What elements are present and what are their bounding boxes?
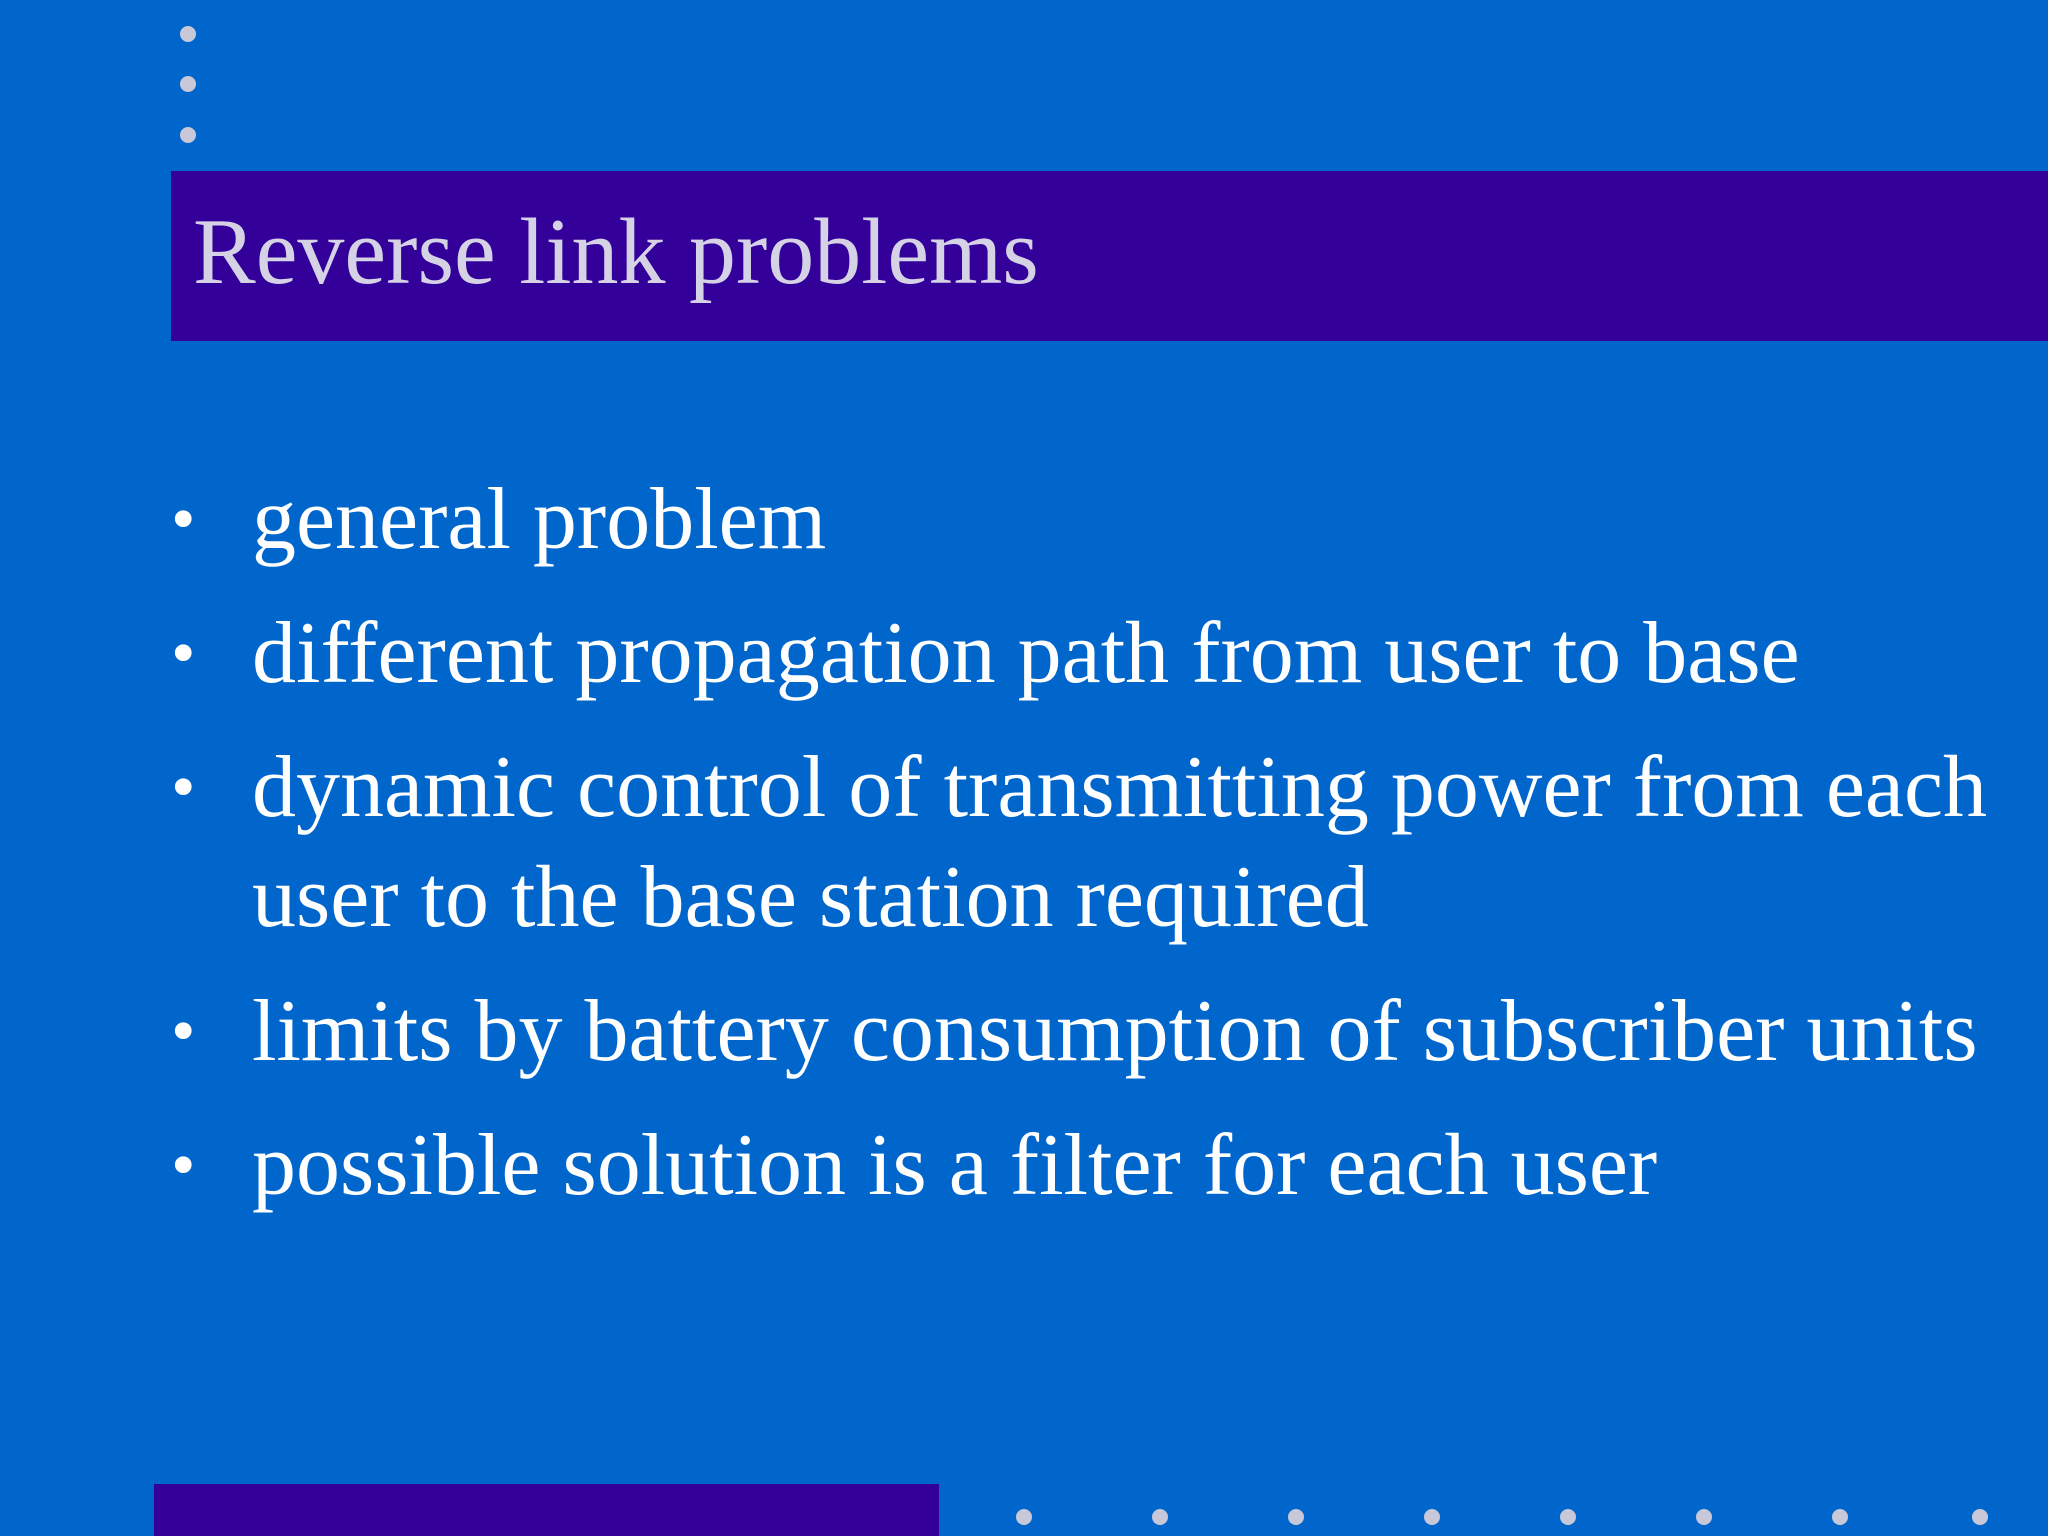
bullet-item: • possible solution is a filter for each… [171,1111,2011,1221]
decor-dot [1152,1509,1168,1525]
bullet-icon: • [171,1127,196,1204]
bullet-icon: • [171,749,196,826]
decor-dot [1832,1509,1848,1525]
bullet-text: limits by battery consumption of subscri… [252,983,1978,1080]
bullet-text: different propagation path from user to … [252,605,1800,702]
bullet-item: • different propagation path from user t… [171,599,2011,709]
decor-dot [180,26,196,42]
bullet-item: • dynamic control of transmitting power … [171,733,2011,953]
decor-dot [1424,1509,1440,1525]
decor-dot [180,127,196,143]
decor-dot [1560,1509,1576,1525]
bullet-text: dynamic control of transmitting power fr… [252,739,1988,946]
decor-dot [1696,1509,1712,1525]
decor-dot [1288,1509,1304,1525]
bullet-text: general problem [252,471,827,568]
decor-dot [1972,1509,1988,1525]
bottom-accent-bar [154,1484,939,1536]
bullet-text: possible solution is a filter for each u… [252,1117,1658,1214]
bullet-icon: • [171,993,196,1070]
bullet-item: • limits by battery consumption of subsc… [171,977,2011,1087]
slide-title: Reverse link problems [193,200,1039,304]
bullet-item: • general problem [171,465,2011,575]
bullet-icon: • [171,481,196,558]
bullet-icon: • [171,615,196,692]
decor-dot [1016,1509,1032,1525]
decor-dot [180,76,196,92]
title-bar: Reverse link problems [171,171,2048,341]
bullet-list: • general problem • different propagatio… [171,465,2011,1245]
